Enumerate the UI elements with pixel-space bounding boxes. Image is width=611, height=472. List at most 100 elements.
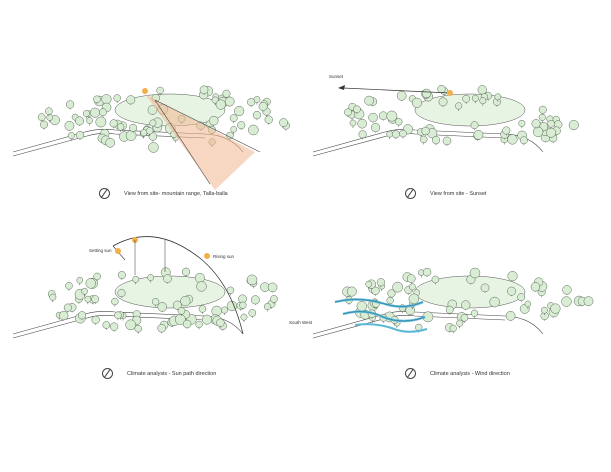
tree — [237, 121, 246, 131]
label-south-west: South West — [289, 320, 313, 325]
tree — [134, 324, 142, 334]
tree — [399, 129, 407, 139]
tree — [517, 293, 526, 303]
site-plan-wind — [312, 267, 594, 339]
tree — [211, 305, 222, 317]
tree — [438, 97, 448, 107]
panel-view-sunset: Sunset View from site - Sunset — [305, 74, 605, 290]
tree — [230, 126, 237, 135]
tree — [422, 267, 432, 278]
tree — [267, 282, 278, 293]
tree — [431, 136, 441, 146]
tree — [209, 115, 219, 126]
tree — [196, 281, 207, 292]
site-trees — [312, 84, 579, 157]
site-plan-sun-path — [12, 236, 278, 339]
tree — [530, 282, 541, 292]
tree — [174, 314, 186, 325]
tree — [77, 311, 87, 321]
tree — [247, 98, 256, 108]
tree — [105, 137, 115, 148]
tree — [263, 303, 271, 312]
tree — [494, 93, 502, 102]
tree — [65, 282, 73, 291]
tree — [65, 100, 75, 110]
tree — [163, 274, 172, 284]
tree — [85, 278, 96, 289]
tree — [421, 88, 432, 99]
tree — [132, 275, 140, 285]
tree — [81, 287, 88, 297]
tree — [445, 305, 454, 315]
tree — [182, 319, 192, 329]
sun-icon — [115, 248, 121, 254]
road — [12, 311, 244, 335]
tree — [113, 94, 121, 104]
tree — [45, 107, 53, 117]
tree — [470, 309, 479, 319]
tree — [64, 120, 75, 131]
tree — [246, 274, 258, 286]
tree — [376, 278, 385, 288]
tree — [462, 94, 471, 104]
tree — [248, 309, 257, 318]
tree — [357, 118, 367, 129]
tree — [95, 116, 107, 128]
tree — [224, 96, 235, 107]
site-plan-mountain — [12, 85, 290, 190]
tree — [93, 272, 101, 282]
label-rising-sun: Rising sun — [213, 254, 235, 259]
tree — [470, 121, 479, 131]
tree — [229, 114, 238, 124]
tree — [449, 324, 457, 334]
tree — [194, 272, 205, 283]
tree — [156, 86, 164, 96]
tree — [126, 95, 136, 105]
tree — [358, 130, 367, 140]
tree — [344, 108, 352, 118]
tree — [202, 314, 212, 325]
tree — [109, 322, 119, 332]
tree — [489, 296, 500, 308]
tree — [408, 293, 420, 305]
tree — [541, 306, 548, 316]
tree — [116, 123, 125, 132]
tree — [396, 90, 407, 101]
tree — [562, 285, 572, 295]
tree — [260, 282, 270, 293]
caption-sunset: View from site - Sunset — [405, 188, 486, 199]
tree — [368, 112, 378, 123]
tree — [90, 107, 100, 118]
tree — [471, 94, 479, 104]
tree — [239, 301, 247, 311]
tree — [531, 119, 541, 129]
tree — [421, 126, 430, 137]
tree — [473, 129, 484, 140]
tree — [93, 95, 101, 105]
tree — [102, 321, 111, 330]
tree — [356, 300, 367, 312]
tree — [583, 296, 594, 307]
tree — [419, 135, 428, 145]
tree — [507, 134, 518, 145]
tree — [117, 271, 126, 281]
tree — [279, 118, 288, 128]
tree — [91, 315, 100, 325]
tree — [222, 89, 231, 99]
tree — [479, 97, 487, 106]
tree — [550, 303, 561, 314]
tree — [198, 305, 207, 314]
tree — [349, 119, 357, 128]
tree — [216, 318, 225, 328]
tree — [250, 295, 260, 305]
tree — [480, 283, 490, 293]
arrow-icon — [338, 85, 345, 90]
tree — [456, 319, 464, 329]
tree — [519, 136, 528, 146]
tree — [365, 280, 372, 290]
tree — [109, 119, 118, 129]
tree — [264, 115, 273, 125]
tree — [252, 111, 262, 121]
tree — [406, 274, 416, 284]
tree — [149, 119, 157, 128]
